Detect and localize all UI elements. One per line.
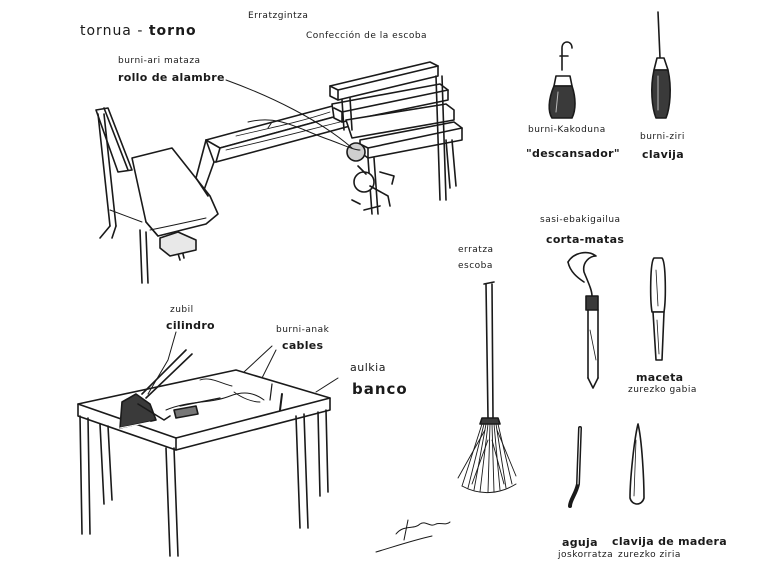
wire-roll-leader [225, 79, 353, 149]
cables-leader-2 [261, 349, 277, 379]
bench-drawing [77, 349, 331, 557]
cables-spanish-label: cables [282, 339, 324, 352]
title-basque: tornua [80, 23, 132, 39]
cylinder-leader [147, 331, 177, 395]
hook-tool-drawing [548, 41, 576, 119]
cutter-drawing [567, 251, 599, 389]
title-spanish: torno [148, 23, 197, 39]
woodpeg-spanish-label: clavija de madera [612, 535, 728, 548]
woodpeg-basque-label: zurezko ziria [618, 550, 681, 560]
cables-leader-1 [243, 345, 273, 373]
bench-leader [315, 377, 339, 393]
cutter-spanish-label: corta-matas [546, 233, 625, 246]
title-dash: - [137, 23, 144, 39]
mallet-spanish-label: maceta [636, 371, 684, 384]
needle-basque-label: joskorratza [558, 550, 614, 560]
broom-drawing [457, 281, 517, 493]
wire-roll-basque-label: burni-ari mataza [118, 56, 201, 66]
broom-spanish-label: escoba [458, 261, 493, 271]
mallet-drawing [649, 257, 667, 361]
bench-spanish-label: banco [352, 380, 408, 398]
iron-peg-drawing [651, 11, 671, 119]
needle-spanish-label: aguja [562, 536, 598, 549]
subtitle-spanish: Confección de la escoba [306, 31, 428, 41]
subtitle-basque: Erratzgintza [248, 11, 309, 21]
cylinder-spanish-label: cilindro [166, 319, 215, 332]
title-tornua: tornua - torno [80, 24, 197, 38]
needle-drawing [568, 426, 582, 508]
broom-basque-label: erratza [458, 245, 494, 255]
wire-roll-spanish-label: rollo de alambre [118, 71, 225, 84]
hook-basque-label: burni-Kakoduna [528, 125, 606, 135]
torno-illustration [95, 61, 463, 284]
chair-drawing [95, 107, 219, 284]
cutter-basque-label: sasi-ebakigailua [540, 215, 621, 225]
wooden-peg-drawing [629, 423, 645, 505]
hook-spanish-label: "descansador" [526, 147, 620, 160]
artist-signature [375, 519, 451, 553]
peg-spanish-label: clavija [642, 148, 684, 161]
lathe-beam-drawing [195, 103, 353, 197]
peg-basque-label: burni-ziri [640, 132, 685, 142]
mallet-basque-label: zurezko gabia [628, 385, 697, 395]
bench-basque-label: aulkia [350, 361, 386, 374]
cylinder-basque-label: zubil [170, 305, 194, 315]
cables-basque-label: burni-anak [276, 325, 330, 335]
